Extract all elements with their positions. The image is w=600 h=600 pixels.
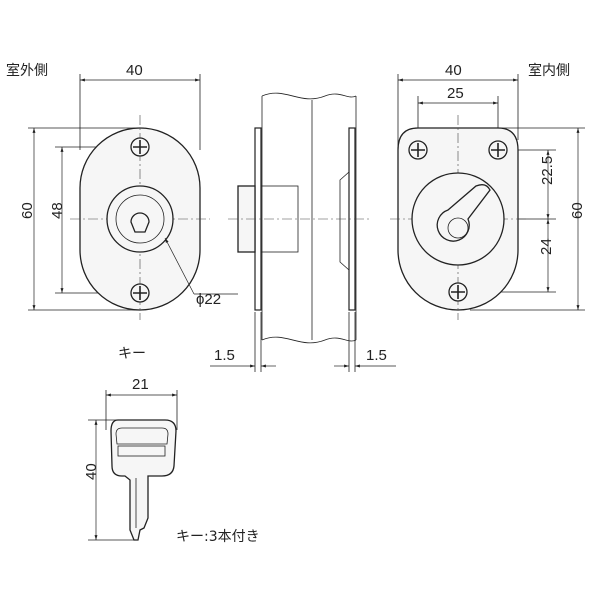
indoor-cam [436, 184, 491, 242]
phi-22-dim: ϕ22 [196, 291, 221, 308]
outdoor-screw-top [130, 137, 150, 157]
outdoor-side-label: 室外側 [6, 62, 48, 79]
plate-right-thickness-dim: 1.5 [366, 347, 387, 364]
key-note: キー:3本付き [176, 529, 260, 545]
indoor-screw-bottom [448, 282, 468, 302]
door-section-view [210, 92, 396, 372]
key-shape [110, 419, 177, 541]
outdoor-screw-bottom [130, 283, 150, 303]
key-title: キー [118, 346, 146, 362]
plate-left-thickness-dim: 1.5 [214, 347, 235, 364]
screw-pitch-dim: 48 [49, 202, 66, 219]
outdoor-front-view [28, 74, 238, 320]
indoor-side-label: 室内側 [528, 62, 570, 79]
outer-width-dim: 40 [126, 62, 143, 79]
inner-width-dim: 40 [445, 62, 462, 79]
indoor-screw-top-left [408, 140, 428, 160]
outer-height-dim: 60 [19, 202, 36, 219]
inner-height-dim: 60 [569, 202, 586, 219]
inner-lower-dim: 24 [538, 238, 555, 255]
keyhole [130, 212, 150, 233]
key-length-dim: 40 [83, 463, 100, 480]
inner-screw-pitch-dim: 25 [447, 85, 464, 102]
inner-upper-dim: 22.5 [539, 156, 556, 185]
indoor-screw-top-right [488, 140, 508, 160]
indoor-front-view [390, 74, 585, 320]
key-view [88, 390, 178, 541]
key-width-dim: 21 [132, 376, 149, 393]
